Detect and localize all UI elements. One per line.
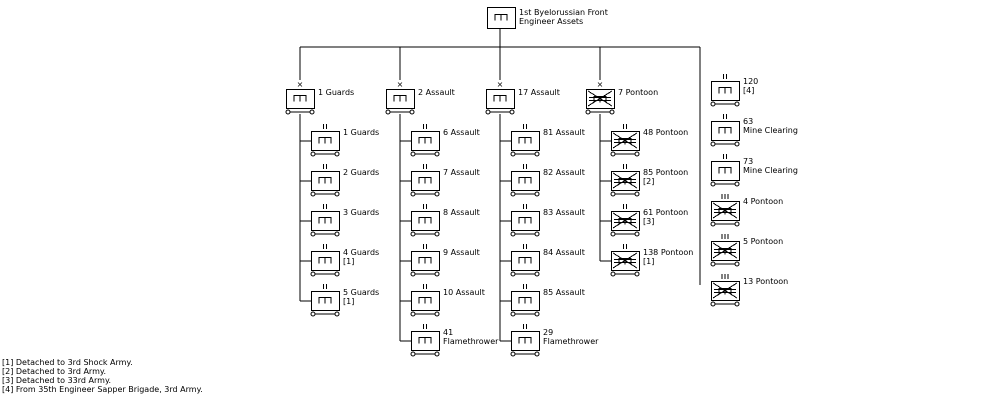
independent-unit-label: 13 Pontoon (743, 277, 788, 286)
regiment-label: 61 Pontoon (643, 208, 688, 217)
regiment-symbol (310, 244, 340, 277)
footnote-2: [2] Detached to 3rd Army. (2, 367, 106, 376)
regiment-label: 1 Guards (343, 128, 379, 137)
independent-unit-symbol (710, 114, 740, 147)
regiment-symbol (610, 124, 640, 157)
independent-unit-label: 120 (743, 77, 758, 86)
regiment-symbol (310, 284, 340, 317)
independent-unit-symbol (710, 274, 740, 307)
regiment-label: 10 Assault (443, 288, 485, 297)
regiment-label-line-1: [1] (643, 257, 654, 266)
regiment-label: 83 Assault (543, 208, 585, 217)
independent-unit-label: 63 (743, 117, 753, 126)
hq-label: 1st Byelorussian Front (519, 8, 608, 17)
regiment-label: 84 Assault (543, 248, 585, 257)
regiment-label: 81 Assault (543, 128, 585, 137)
regiment-symbol (510, 324, 540, 357)
regiment-label: 82 Assault (543, 168, 585, 177)
brigade-symbol: × (485, 80, 515, 115)
regiment-symbol (310, 124, 340, 157)
regiment-label: 5 Guards (343, 288, 379, 297)
independent-unit-label-line-1: Mine Clearing (743, 166, 798, 175)
regiment-label: 29 (543, 328, 553, 337)
regiment-label: 8 Assault (443, 208, 480, 217)
regiment-symbol (510, 204, 540, 237)
hq-label-line-1: Engineer Assets (519, 17, 583, 26)
svg-text:×: × (597, 80, 604, 89)
regiment-label: 2 Guards (343, 168, 379, 177)
footnote-4: [4] From 35th Engineer Sapper Brigade, 3… (2, 385, 203, 394)
regiment-label: 3 Guards (343, 208, 379, 217)
regiment-label: 85 Assault (543, 288, 585, 297)
regiment-symbol (410, 324, 440, 357)
regiment-label: 7 Assault (443, 168, 480, 177)
independent-unit-label: 4 Pontoon (743, 197, 783, 206)
regiment-label: 41 (443, 328, 453, 337)
regiment-symbol (610, 244, 640, 277)
brigade-symbol: × (285, 80, 315, 115)
brigade-label: 7 Pontoon (618, 88, 658, 97)
svg-text:×: × (497, 80, 504, 89)
regiment-symbol (610, 204, 640, 237)
independent-unit-label: 73 (743, 157, 753, 166)
regiment-symbol (410, 164, 440, 197)
independent-unit-label-line-1: [4] (743, 86, 754, 95)
regiment-symbol (510, 124, 540, 157)
regiment-label: 48 Pontoon (643, 128, 688, 137)
regiment-symbol (310, 164, 340, 197)
brigade-label: 1 Guards (318, 88, 354, 97)
brigade-symbol: × (585, 80, 615, 115)
regiment-label-line-1: [1] (343, 257, 354, 266)
regiment-label: 85 Pontoon (643, 168, 688, 177)
brigade-label: 2 Assault (418, 88, 455, 97)
brigade-label: 17 Assault (518, 88, 560, 97)
regiment-label-line-1: Flamethrower (443, 337, 499, 346)
regiment-label: 4 Guards (343, 248, 379, 257)
independent-unit-symbol (710, 154, 740, 187)
regiment-symbol (610, 164, 640, 197)
brigade-symbol: × (385, 80, 415, 115)
regiment-symbol (410, 204, 440, 237)
independent-unit-label-line-1: Mine Clearing (743, 126, 798, 135)
independent-unit-symbol (710, 234, 740, 267)
svg-text:×: × (297, 80, 304, 89)
regiment-symbol (410, 284, 440, 317)
svg-text:×: × (397, 80, 404, 89)
regiment-label: 138 Pontoon (643, 248, 693, 257)
regiment-symbol (410, 124, 440, 157)
footnote-3: [3] Detached to 33rd Army. (2, 376, 112, 385)
independent-unit-symbol (710, 194, 740, 227)
regiment-symbol (510, 244, 540, 277)
regiment-label-line-1: [2] (643, 177, 654, 186)
regiment-symbol (510, 164, 540, 197)
regiment-symbol (310, 204, 340, 237)
regiment-label: 6 Assault (443, 128, 480, 137)
footnote-1: [1] Detached to 3rd Shock Army. (2, 358, 133, 367)
regiment-label-line-1: Flamethrower (543, 337, 599, 346)
regiment-label: 9 Assault (443, 248, 480, 257)
regiment-symbol (410, 244, 440, 277)
independent-unit-label: 5 Pontoon (743, 237, 783, 246)
independent-unit-symbol (710, 74, 740, 107)
regiment-label-line-1: [3] (643, 217, 654, 226)
regiment-symbol (510, 284, 540, 317)
hq-symbol (487, 7, 516, 29)
footnotes: [1] Detached to 3rd Shock Army. [2] Deta… (2, 358, 203, 394)
regiment-label-line-1: [1] (343, 297, 354, 306)
